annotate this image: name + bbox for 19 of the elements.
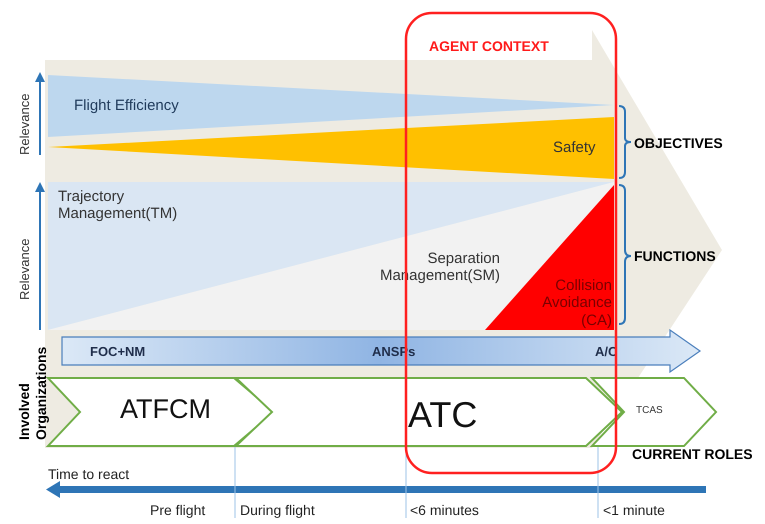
organization-label: FOC+NM	[90, 345, 146, 360]
time-label: Pre flight	[150, 502, 206, 518]
time-label: During flight	[240, 502, 315, 518]
wedge-label: Flight Efficiency	[74, 97, 179, 114]
time-label: <1 minute	[603, 502, 665, 518]
area-label: Collision Avoidance (CA)	[541, 277, 612, 329]
area-label: Trajectory Management(TM)	[58, 188, 178, 222]
axis-label: Time to react	[48, 466, 130, 482]
group-label: OBJECTIVES	[634, 135, 723, 152]
group-label: FUNCTIONS	[634, 248, 716, 264]
time-label: <6 minutes	[410, 502, 479, 518]
axis-label: Relevance	[18, 94, 33, 155]
wedge-label: Safety	[553, 139, 596, 156]
role-label: ATFCM	[120, 394, 211, 426]
group-label: CURRENT ROLES	[632, 446, 753, 462]
role-label: TCAS	[636, 405, 663, 416]
axis-label: Relevance	[18, 238, 33, 300]
axis-label: Involved Organizations	[16, 346, 50, 440]
role-label: ATC	[408, 394, 478, 436]
